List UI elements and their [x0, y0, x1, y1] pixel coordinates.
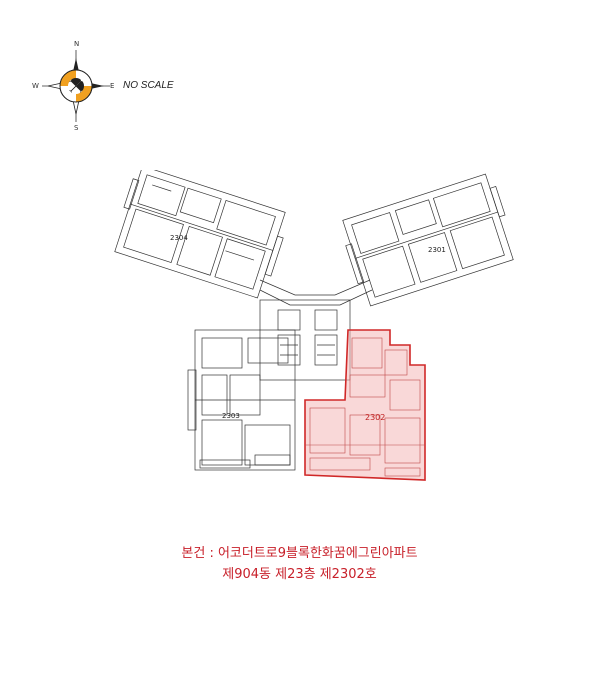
core-block: [259, 299, 351, 381]
unit-label-w: 2303: [222, 412, 240, 420]
unit-label-nw: 2304: [170, 234, 188, 242]
unit-label-subject: 2302: [365, 413, 385, 422]
compass-east-label: E: [110, 82, 115, 90]
unit-label-ne: 2301: [428, 246, 446, 254]
compass-west-label: W: [32, 82, 39, 90]
unit-ne-outline: [342, 173, 514, 307]
subject-unit: [304, 329, 426, 481]
compass-north-label: N: [74, 40, 80, 48]
caption-property-name: 본건 : 어코더트로9블록한화꿈에그린아파트: [181, 546, 418, 561]
caption-unit-number: 제904동 제23층 제2302호: [222, 567, 377, 582]
no-scale-label: NO SCALE: [123, 80, 174, 91]
floor-plan: 2304 2301 2303 2302: [114, 170, 514, 481]
compass-south-label: S: [74, 124, 79, 132]
unit-nw-outline: [114, 170, 286, 299]
compass-rose: N W E S: [30, 40, 130, 135]
compass-rose-icon: [42, 50, 110, 122]
unit-w-outline: [187, 329, 296, 471]
